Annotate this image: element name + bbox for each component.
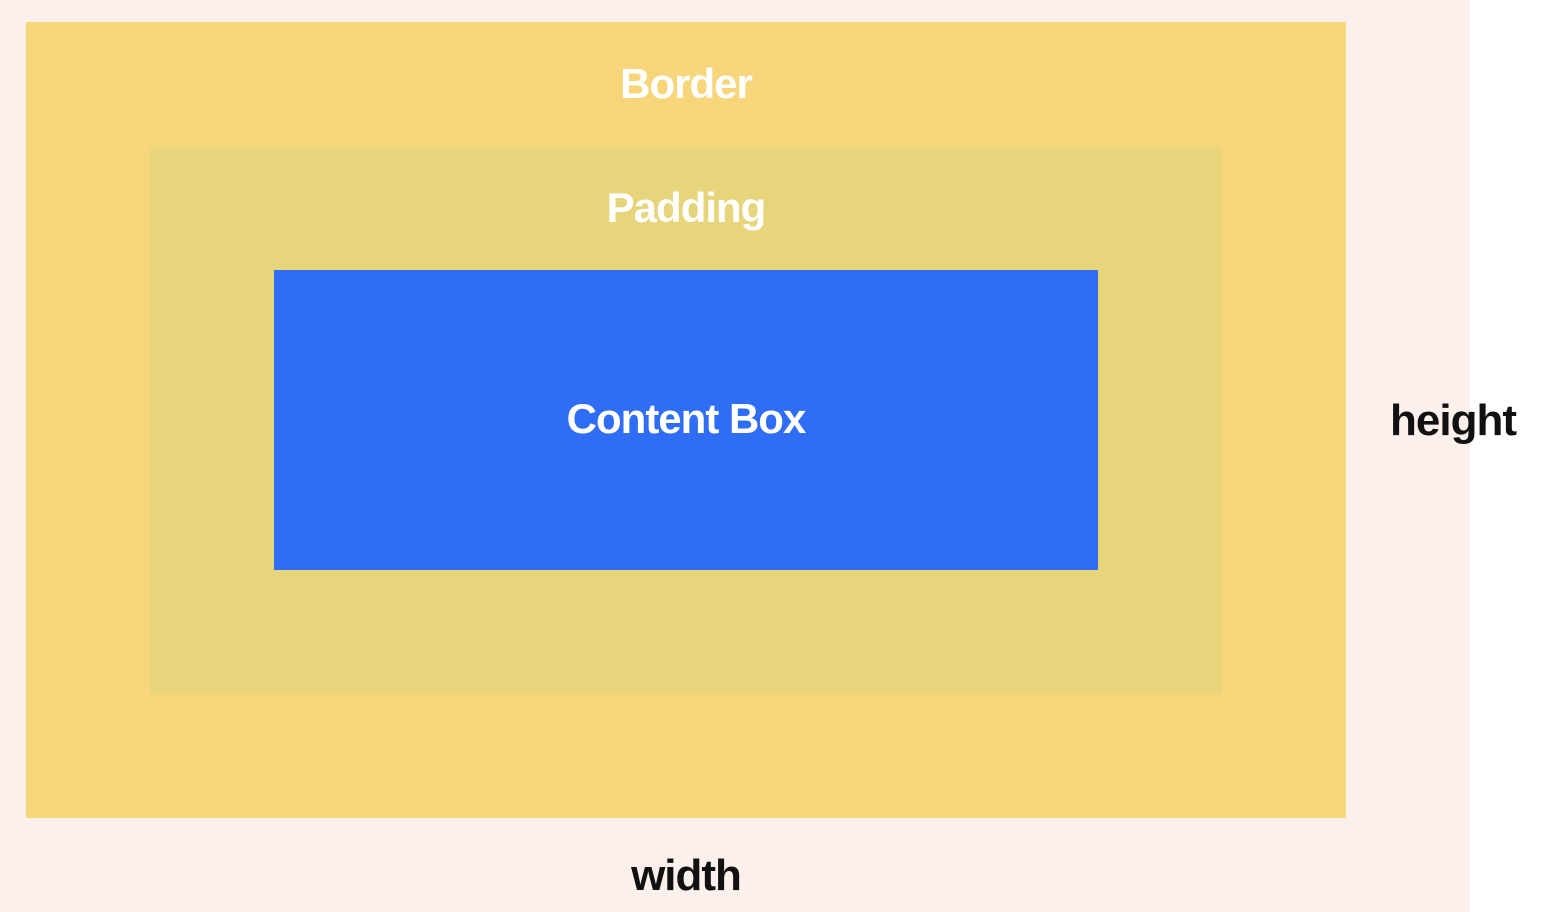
width-label: width xyxy=(631,851,742,900)
border-label: Border xyxy=(620,60,753,107)
content-box-region xyxy=(274,270,1098,570)
height-label: height xyxy=(1390,396,1517,445)
padding-label: Padding xyxy=(606,184,767,231)
content-box-label: Content Box xyxy=(566,395,807,442)
